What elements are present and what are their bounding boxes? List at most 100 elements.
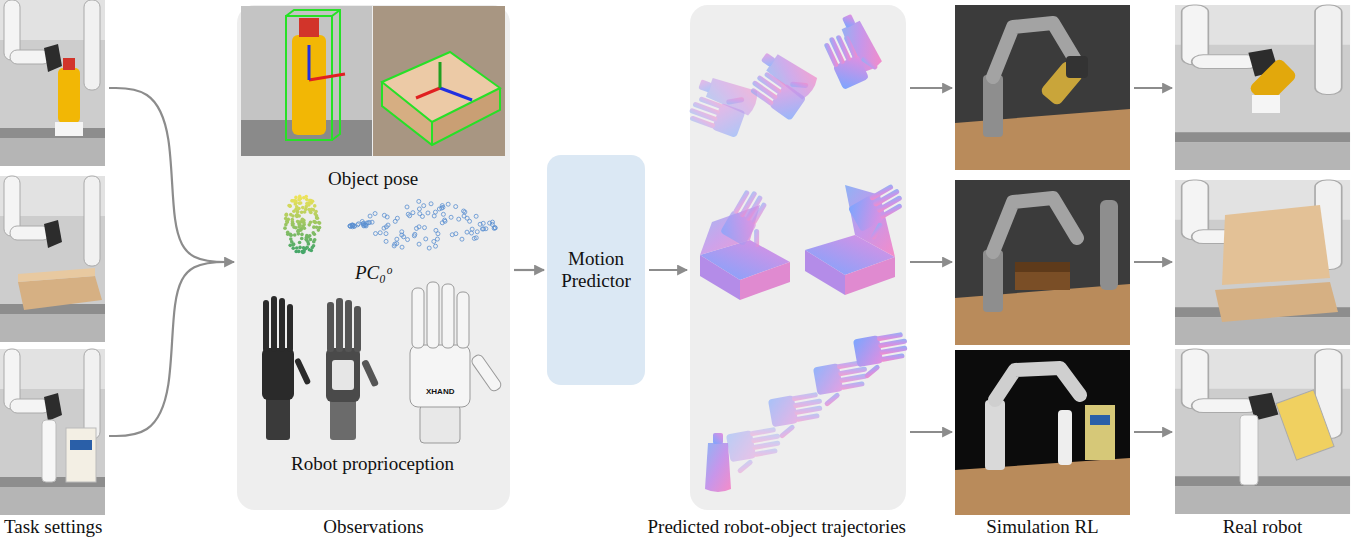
point-cloud (348, 224, 352, 228)
photo-column: Simulation RL (955, 5, 1130, 515)
object-pose-photos (299, 18, 319, 37)
point-cloud (296, 210, 300, 214)
trajectory-panel: Predicted robot-object trajectories (690, 5, 906, 510)
point-cloud (297, 198, 301, 202)
point-cloud (301, 206, 305, 210)
point-cloud (309, 220, 313, 224)
simulation-frames (1015, 270, 1070, 290)
point-cloud (295, 246, 299, 250)
point-cloud (289, 237, 293, 241)
trajectory-drawings (700, 240, 790, 280)
point-cloud (309, 238, 313, 242)
point-cloud (308, 199, 312, 203)
point-cloud (313, 238, 317, 242)
point-cloud (488, 221, 492, 225)
point-cloud (306, 202, 310, 206)
task-photos (18, 268, 95, 282)
task-photos (18, 276, 102, 310)
point-cloud (295, 213, 299, 217)
task-photos (0, 0, 105, 515)
point-cloud (294, 201, 298, 205)
point-cloud (366, 221, 370, 225)
point-cloud (303, 248, 307, 252)
trajectory-drawings (747, 57, 814, 121)
point-cloud (429, 202, 433, 206)
simulation-frames (1058, 410, 1072, 465)
brand-mark: XHAND (426, 387, 454, 396)
point-cloud (312, 220, 316, 224)
point-cloud (291, 222, 295, 226)
point-cloud (310, 246, 314, 250)
panel-caption: Task settings (4, 516, 102, 538)
point-cloud (289, 213, 293, 217)
point-cloud (484, 227, 488, 231)
point-cloud (460, 237, 464, 241)
robot-hands (294, 357, 311, 385)
point-cloud (395, 216, 399, 220)
point-cloud (368, 214, 372, 218)
point-cloud (296, 210, 300, 214)
point-cloud (406, 212, 410, 216)
point-cloud (304, 238, 308, 242)
point-cloud (298, 196, 302, 200)
point-cloud (301, 225, 305, 229)
photo-column: Task settings (2, 0, 105, 515)
point-cloud (312, 244, 316, 248)
point-cloud (291, 222, 295, 226)
point-cloud (285, 220, 289, 224)
point-cloud (472, 236, 476, 240)
point-cloud (411, 211, 415, 215)
robot-hands (330, 398, 356, 440)
point-cloud (297, 225, 301, 229)
point-cloud (384, 239, 388, 243)
simulation-frames (1039, 59, 1084, 107)
point-cloud (300, 210, 304, 214)
object-pose-photos (382, 52, 500, 145)
real-robot-photos (1175, 180, 1350, 345)
point-cloud (440, 221, 444, 225)
point-cloud (283, 226, 287, 230)
trajectory-drawings (700, 255, 740, 300)
point-cloud (384, 232, 388, 236)
point-cloud (287, 204, 291, 208)
point-cloud (386, 223, 390, 227)
point-cloud (351, 223, 355, 227)
robot-hands (332, 360, 354, 390)
point-cloud (309, 211, 313, 215)
point-cloud (405, 205, 409, 209)
point-cloud (434, 244, 438, 248)
panel-caption: Simulation RL (986, 516, 1098, 538)
point-cloud (308, 223, 312, 227)
robot-hands (420, 405, 460, 443)
simulation-frames (1090, 415, 1110, 425)
image-caption: Robot proprioception (291, 453, 454, 475)
trajectory-drawings (695, 72, 759, 117)
point-cloud (352, 224, 356, 228)
point-cloud (443, 219, 447, 223)
flow-arrow (1134, 261, 1172, 263)
point-cloud (481, 221, 485, 225)
trajectory-drawings (805, 235, 895, 275)
point-cloud (294, 250, 298, 254)
point-cloud (364, 224, 368, 228)
point-cloud (284, 223, 288, 227)
point-cloud (310, 201, 314, 205)
point-cloud (406, 238, 410, 242)
real-robot-photos (1175, 5, 1350, 514)
point-cloud (286, 218, 290, 222)
task-photos (66, 428, 96, 482)
point-cloud (424, 237, 428, 241)
robot-hands (412, 288, 424, 348)
point-cloud (318, 226, 322, 230)
point-cloud (400, 233, 404, 237)
point-cloud (349, 224, 353, 228)
point-cloud (432, 214, 436, 218)
point-cloud (304, 208, 308, 212)
point-cloud (294, 196, 298, 200)
point-cloud (365, 221, 369, 225)
point-cloud (454, 205, 458, 209)
robot-hands (361, 359, 379, 387)
point-cloud (313, 204, 317, 208)
